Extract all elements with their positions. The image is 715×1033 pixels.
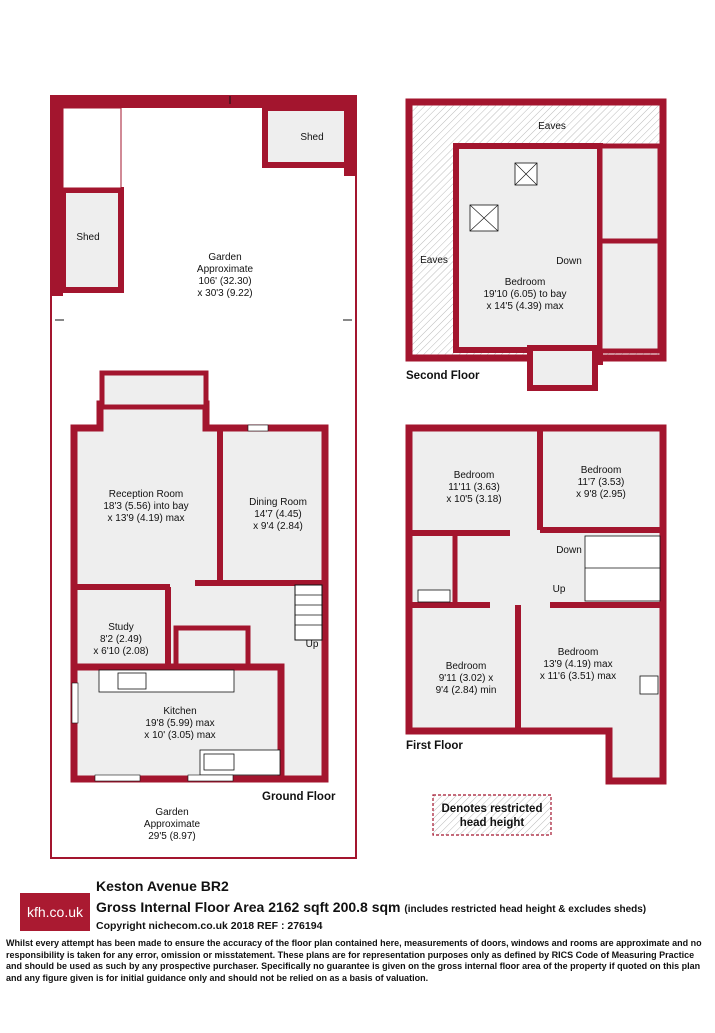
garden-front-line2: 29'5 (8.97): [148, 831, 196, 842]
property-address: Keston Avenue BR2: [96, 878, 229, 894]
floor-area-value: Gross Internal Floor Area 2162 sqft 200.…: [96, 899, 401, 915]
second-bedroom-line2: x 14'5 (4.39) max: [487, 301, 564, 312]
garden-front-name: Garden: [155, 807, 188, 818]
reception-line2: x 13'9 (4.19) max: [108, 513, 185, 524]
floor-area: Gross Internal Floor Area 2162 sqft 200.…: [96, 899, 646, 915]
dining-line2: x 9'4 (2.84): [253, 521, 303, 532]
second-floor-down: Down: [556, 256, 582, 267]
ground-floor-up: Up: [306, 639, 319, 650]
second-floor-plan: Eaves Eaves Bedroom 19'10 (6.05) to bay …: [405, 98, 667, 391]
bed-a-line2: x 10'5 (3.18): [446, 494, 501, 505]
garden-top-line1: Approximate: [197, 264, 254, 275]
bed-d-name: Bedroom: [558, 647, 599, 658]
second-floor-title: Second Floor: [406, 370, 480, 382]
eaves-left: Eaves: [420, 255, 448, 266]
garden-top-name: Garden: [208, 252, 241, 263]
first-floor-plan: Bedroom 11'11 (3.63) x 10'5 (3.18) Bedro…: [405, 424, 667, 785]
bed-c-name: Bedroom: [446, 661, 487, 672]
first-floor-down: Down: [556, 545, 582, 556]
dining-line1: 14'7 (4.45): [254, 509, 302, 520]
garden-top-line2: 106' (32.30): [198, 276, 251, 287]
shed-left-label: Shed: [76, 232, 99, 243]
study-line2: x 6'10 (2.08): [93, 646, 148, 657]
study-line1: 8'2 (2.49): [100, 634, 142, 645]
ground-floor-plan: Shed Shed Garden Approximate 106' (32.30…: [50, 95, 357, 859]
disclaimer: Whilst every attempt has been made to en…: [6, 938, 702, 983]
reception-line1: 18'3 (5.56) into bay: [103, 501, 188, 512]
bed-d-line1: 13'9 (4.19) max: [543, 659, 612, 670]
bed-c-line2: 9'4 (2.84) min: [436, 685, 497, 696]
legend-line1: Denotes restricted: [442, 803, 543, 815]
kitchen-line2: x 10' (3.05) max: [144, 730, 215, 741]
kitchen-line1: 19'8 (5.99) max: [145, 718, 214, 729]
shed-right-label: Shed: [300, 132, 323, 143]
first-floor-title: First Floor: [406, 740, 463, 752]
second-bedroom-name: Bedroom: [505, 277, 546, 288]
eaves-top: Eaves: [538, 121, 566, 132]
legend-line2: head height: [460, 817, 525, 829]
kitchen-name: Kitchen: [163, 706, 196, 717]
reception-name: Reception Room: [109, 489, 183, 500]
bed-c-line1: 9'11 (3.02) x: [439, 673, 494, 684]
dining-name: Dining Room: [249, 497, 307, 508]
floor-area-note: (includes restricted head height & exclu…: [404, 904, 647, 915]
study-name: Study: [108, 622, 134, 633]
garden-front-line1: Approximate: [144, 819, 201, 830]
second-bedroom-line1: 19'10 (6.05) to bay: [483, 289, 566, 300]
first-floor-up: Up: [553, 584, 566, 595]
ground-floor-title: Ground Floor: [262, 791, 336, 803]
copyright-line: Copyright nichecom.co.uk 2018 REF : 2761…: [96, 920, 323, 932]
kfh-logo: kfh.co.uk: [20, 893, 90, 931]
garden-top-line3: x 30'3 (9.22): [197, 288, 252, 299]
bed-a-name: Bedroom: [454, 470, 495, 481]
floor-plan: Shed Shed Garden Approximate 106' (32.30…: [50, 95, 667, 859]
bed-a-line1: 11'11 (3.63): [448, 482, 500, 493]
bed-b-line2: x 9'8 (2.95): [576, 489, 626, 500]
bed-b-line1: 11'7 (3.53): [578, 477, 625, 488]
restricted-height-legend: Denotes restricted head height: [432, 794, 552, 836]
bed-d-line2: x 11'6 (3.51) max: [540, 671, 616, 682]
bed-b-name: Bedroom: [581, 465, 622, 476]
